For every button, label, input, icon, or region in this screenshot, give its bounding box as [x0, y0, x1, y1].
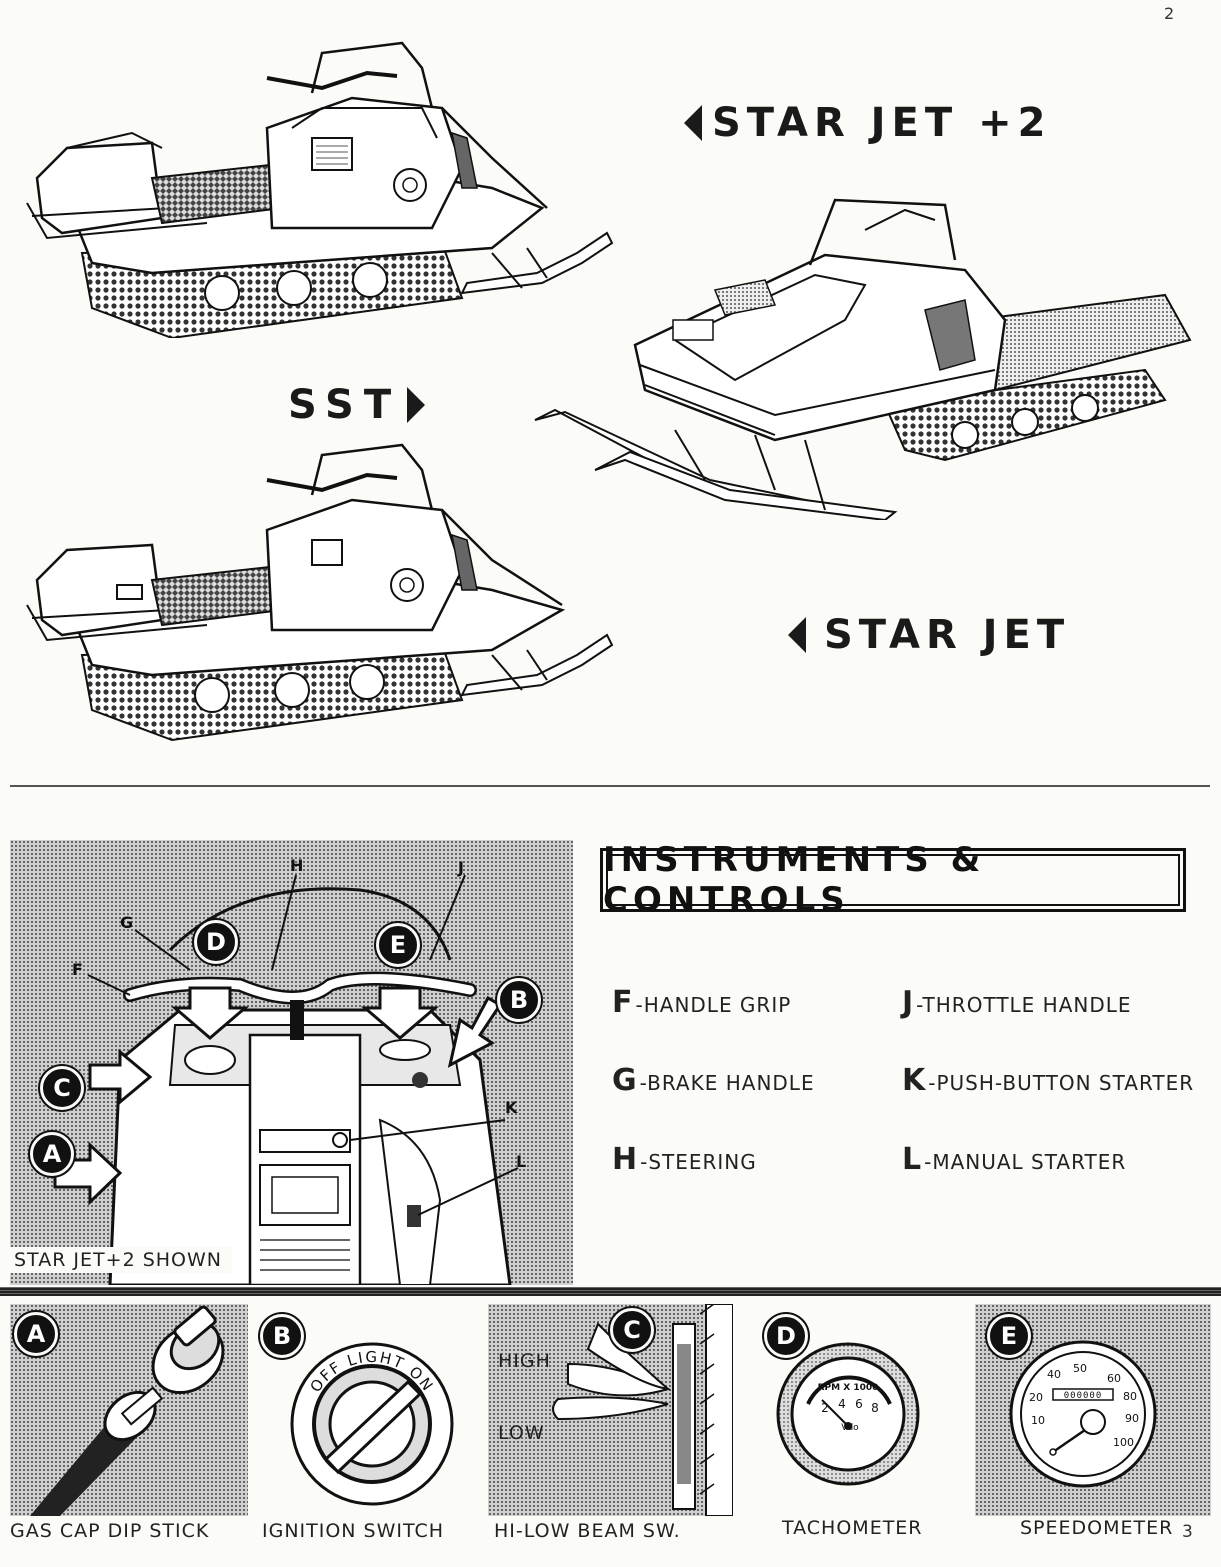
model-label-star-jet-text: STAR JET	[824, 612, 1071, 658]
bubble-e: E	[376, 923, 420, 967]
speedo-tick-50: 50	[1073, 1362, 1087, 1375]
speedo-tick-80: 80	[1123, 1390, 1137, 1403]
callout-j: J	[458, 858, 464, 877]
tach-tick-8: 8	[871, 1401, 879, 1415]
callout-l: L	[516, 1152, 527, 1171]
tach-dial-title: RPM X 1000	[818, 1383, 879, 1393]
panel-b-bubble: B	[260, 1314, 304, 1358]
panel-c-bubble: C	[610, 1308, 654, 1352]
legend-item-k: K-PUSH-BUTTON STARTER	[902, 1063, 1195, 1098]
model-label-sst: SST	[288, 380, 426, 430]
section-divider	[0, 1287, 1221, 1296]
speedo-tick-60: 60	[1107, 1372, 1121, 1385]
beam-low-label: LOW	[498, 1422, 545, 1444]
page-number-bottom: 3	[1182, 1522, 1193, 1542]
model-label-star-jet-plus2-text: STAR JET +2	[712, 100, 1052, 146]
speedo-tick-10: 10	[1031, 1414, 1045, 1427]
callout-k: K	[505, 1098, 518, 1117]
panel-speedometer: 000000 10 20 40 50 60 80 90 100 E	[975, 1304, 1211, 1516]
panel-a-bubble: A	[14, 1312, 58, 1356]
bubble-b: B	[497, 978, 541, 1022]
controls-view-caption: STAR JET+2 SHOWN	[10, 1247, 232, 1273]
snowmobile-star-jet-plus2-illustration	[22, 38, 622, 338]
arrow-right-icon	[407, 387, 426, 423]
panel-c-caption: HI-LOW BEAM SW.	[494, 1520, 681, 1542]
panel-b-caption: IGNITION SWITCH	[262, 1520, 445, 1542]
model-label-star-jet: STAR JET	[788, 610, 1070, 660]
arrow-left-icon	[684, 105, 702, 141]
tach-brand: Vdo	[841, 1423, 859, 1433]
panel-e-caption: SPEEDOMETER	[1020, 1517, 1174, 1539]
legend-item-f: F-HANDLE GRIP	[612, 985, 792, 1020]
model-label-sst-text: SST	[288, 382, 402, 428]
speedo-tick-100: 100	[1113, 1436, 1134, 1449]
panel-tachometer: RPM X 1000 2 4 6 8 Vdo D	[738, 1304, 970, 1516]
panel-ignition-switch: OFF LIGHT ON B	[248, 1304, 488, 1516]
callout-g: G	[120, 913, 134, 932]
panel-gas-cap-dip-stick: A	[10, 1304, 248, 1516]
tach-tick-2: 2	[821, 1401, 829, 1415]
odometer-readout: 000000	[1064, 1391, 1103, 1401]
panel-d-bubble: D	[764, 1314, 808, 1358]
speedo-tick-20: 20	[1029, 1391, 1043, 1404]
panel-hi-low-beam-switch: HIGH LOW C	[488, 1304, 733, 1516]
tach-tick-6: 6	[855, 1397, 863, 1411]
bubble-a: A	[30, 1132, 74, 1176]
legend-item-g: G-BRAKE HANDLE	[612, 1063, 815, 1098]
arrow-left-icon	[788, 617, 806, 653]
speedo-tick-90: 90	[1125, 1412, 1139, 1425]
model-label-star-jet-plus2: STAR JET +2	[684, 98, 1051, 148]
page-number-top: 2	[1164, 4, 1175, 23]
controls-view-illustration: H G J F K L D E B C A STAR JET+2 SHOWN	[10, 840, 573, 1285]
callout-f: F	[72, 960, 83, 979]
snowmobile-star-jet-illustration	[22, 440, 622, 745]
speedo-tick-40: 40	[1047, 1368, 1061, 1381]
panel-d-caption: TACHOMETER	[782, 1517, 923, 1539]
legend-item-h: H-STEERING	[612, 1142, 757, 1177]
instruments-controls-title: INSTRUMENTS & CONTROLS	[600, 840, 1186, 920]
panel-e-bubble: E	[987, 1314, 1031, 1358]
callout-h: H	[290, 856, 304, 875]
beam-high-label: HIGH	[498, 1350, 551, 1372]
panel-a-caption: GAS CAP DIP STICK	[10, 1520, 210, 1542]
tach-tick-4: 4	[838, 1397, 846, 1411]
legend-item-l: L-MANUAL STARTER	[902, 1142, 1127, 1177]
legend-item-j: J-THROTTLE HANDLE	[902, 985, 1132, 1020]
bubble-d: D	[194, 920, 238, 964]
snowmobile-sst-illustration	[525, 190, 1195, 520]
bubble-c: C	[40, 1066, 84, 1110]
page-divider	[10, 785, 1210, 787]
